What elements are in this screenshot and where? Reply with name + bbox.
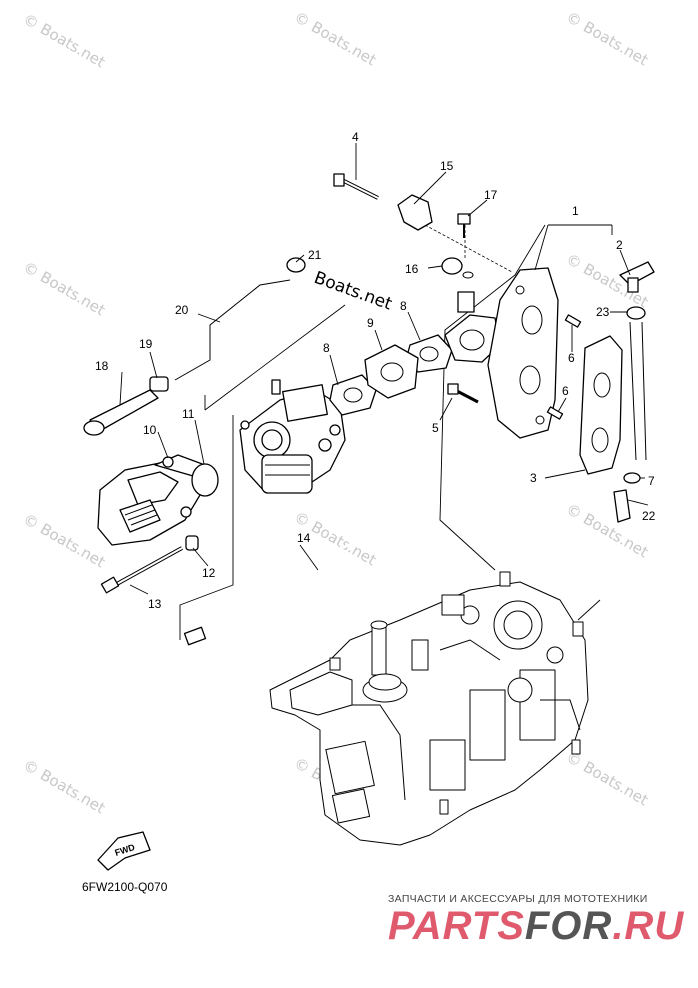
part-1-manifold [487,267,559,439]
callout-15: 15 [440,159,454,173]
center-watermark: Boats.net [311,268,395,315]
callout-1: 1 [572,204,579,218]
part-9-spacer [364,344,419,399]
watermark: © Boats.net [563,748,651,809]
brand-logo: PARTSFOR.RU [388,904,684,949]
watermark: © Boats.net [563,8,651,69]
part-21-clip [286,257,306,273]
watermark: © Boats.net [20,756,108,817]
part-15-clamp [397,194,433,231]
part-17-screw [457,213,471,238]
callout-numbers: 1 2 3 4 5 6 6 7 8 8 9 10 11 12 13 14 15 … [95,130,656,611]
callout-14: 14 [297,531,311,545]
brand-part-b: FOR [524,904,613,948]
callout-11: 11 [182,407,195,421]
brand-part-c: .RU [612,904,685,948]
watermark: © Boats.net [563,500,651,561]
part-8-gasket-a [329,374,377,416]
callout-3: 3 [530,471,537,485]
part-16-grommet [441,257,474,279]
part-14-hose [183,537,456,646]
callout-12: 12 [202,566,216,580]
callout-8a: 8 [323,341,330,355]
part-7-clip [623,472,641,484]
part-6-pin-b [546,406,564,420]
part-2-joint [619,261,655,293]
callout-4: 4 [352,130,359,144]
part-13-bolt [100,546,183,594]
callout-5: 5 [432,421,439,435]
part-18-knob [83,389,159,436]
callout-6a: 6 [568,351,575,365]
callout-2: 2 [616,238,623,252]
footer-tagline: ЗАПЧАСТИ И АКСЕССУАРЫ ДЛЯ МОТОТЕХНИКИ [388,893,648,905]
intake-fitting [444,291,501,363]
part-20-wire [174,279,291,381]
carburetor [239,379,346,494]
part-4-bolt [333,173,379,200]
diagram-code: 6FW2100-Q070 [82,880,168,894]
callout-20: 20 [175,303,189,317]
watermark: © Boats.net [20,258,108,319]
callout-7: 7 [648,474,655,488]
callout-6b: 6 [562,384,569,398]
callout-19: 19 [139,337,153,351]
callout-9: 9 [367,316,374,330]
brand-part-a: PARTS [388,904,525,948]
fwd-arrow-icon: FWD [97,831,151,871]
callout-8b: 8 [400,299,407,313]
callout-22: 22 [642,509,656,523]
callout-13: 13 [148,597,162,611]
callout-18: 18 [95,359,109,373]
callout-17: 17 [484,188,498,202]
watermark: © Boats.net [20,510,108,571]
watermark: © Boats.net [291,8,379,69]
part-22-valve [613,489,631,523]
part-10-silencer [97,454,206,546]
callout-23: 23 [596,305,610,319]
leader-lines [119,143,649,595]
callout-21: 21 [308,248,322,262]
callout-10: 10 [143,423,157,437]
watermark: © Boats.net [20,10,108,71]
part-19-holder [149,376,169,392]
part-3-gasket [579,335,623,475]
part-5-bolt [447,383,479,404]
engine-block [269,571,589,846]
callout-16: 16 [405,262,419,276]
part-12-collar [185,535,199,551]
part-hose-23 [629,321,647,461]
part-23-clip [626,306,646,320]
part-11-oring [191,463,219,497]
part-6-pin-a [564,314,582,328]
